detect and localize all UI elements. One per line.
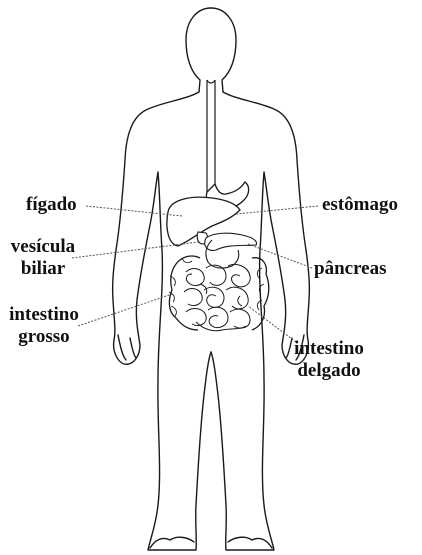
small-intestine [184, 264, 250, 330]
label-intestino-grosso: intestino grosso [8, 304, 80, 348]
label-intestino-delgado: intestino delgado [292, 338, 366, 382]
body-outline-right [211, 92, 309, 550]
label-pancreas: pâncreas [314, 258, 386, 280]
pancreas [205, 233, 257, 250]
leader-estomago [236, 206, 318, 214]
body-outline-left [113, 92, 211, 550]
label-vesicula-biliar: vesícula biliar [8, 236, 78, 280]
large-intestine [169, 256, 268, 330]
left-foot [150, 537, 194, 548]
head-outline [186, 8, 236, 92]
leader-intestino-grosso [78, 294, 172, 326]
leader-intestino-delgado [248, 306, 296, 342]
label-estomago: estômago [322, 194, 398, 216]
label-figado: fígado [26, 194, 77, 216]
right-foot [228, 537, 272, 548]
esophagus [207, 80, 215, 195]
left-hand-detail [118, 335, 136, 360]
